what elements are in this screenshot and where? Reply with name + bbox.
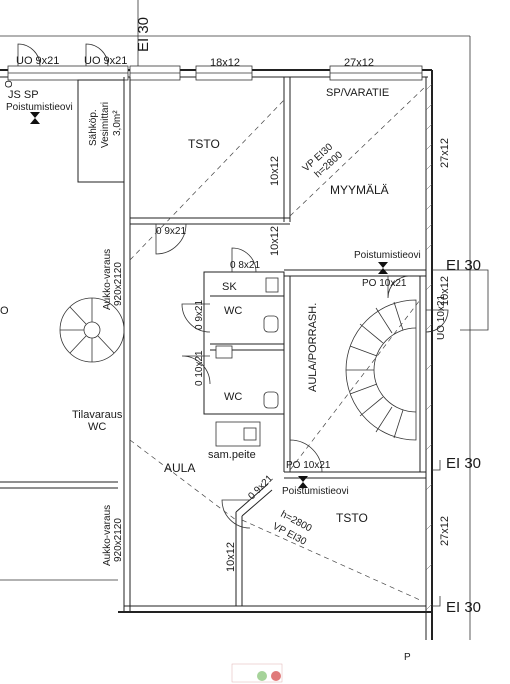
window-right-3: 27x12 xyxy=(439,516,451,546)
exit-icon xyxy=(30,112,40,124)
top-edge-label: O xyxy=(4,80,15,88)
door-sk: 0 8x21 xyxy=(230,260,260,271)
door-swings xyxy=(155,223,449,529)
dashed-lines xyxy=(129,85,427,601)
exit-myymala: Poistumistieovi xyxy=(354,250,421,261)
watermark-logo xyxy=(231,663,283,683)
window-corridor: 10x12 xyxy=(269,226,281,256)
door-labels: UO 9x21 UO 9x21 0 9x21 0 8x21 0 9x21 0 1… xyxy=(16,55,447,502)
room-wc1: WC xyxy=(224,305,242,317)
room-aula: AULA xyxy=(164,461,195,475)
reservation-labels: Aukko-varaus 920x2120 Aukko-varaus 920x2… xyxy=(102,249,124,566)
room-labels: TSTO SP/VARATIE MYYMÄLÄ SK WC WC AULA AU… xyxy=(8,87,389,525)
room-sk: SK xyxy=(222,281,237,293)
right-wall-hatching xyxy=(425,83,433,611)
exit-labels: Poistumistieovi Poistumistieovi Poistumi… xyxy=(6,102,421,497)
window-right-1: 27x12 xyxy=(439,138,451,168)
door-aula-porras: PO 10x21 xyxy=(286,460,331,471)
window-lower-left: 10x12 xyxy=(225,542,237,572)
door-myymala-side: PO 10x21 xyxy=(362,278,407,289)
room-tsto-upper: TSTO xyxy=(188,137,220,151)
exit-lower: Poistumistieovi xyxy=(282,486,349,497)
fire-class-right-upper: EI 30 xyxy=(446,257,481,274)
door-right-side: UO 10x21 xyxy=(436,295,447,340)
room-tsto-lower: TSTO xyxy=(336,511,368,525)
room-js-sp: JS SP xyxy=(8,89,39,101)
door-tsto-top: 0 9x21 xyxy=(156,226,186,237)
door-top-left-1: UO 9x21 xyxy=(16,55,59,67)
room-sam-peite: sam.peite xyxy=(208,449,256,461)
room-tilavaraus-2: WC xyxy=(88,421,106,433)
left-edge-label: O xyxy=(0,305,9,317)
fire-class-brackets xyxy=(432,269,489,607)
window-labels: 18x12 27x12 27x12 10x12 27x12 10x12 10x1… xyxy=(210,57,451,572)
exit-markers xyxy=(30,112,388,488)
door-wc-upper: 0 9x21 xyxy=(194,300,205,330)
edge-labels: O P O xyxy=(0,80,411,663)
room-aula-porras: AULA/PORRASH. xyxy=(307,303,319,392)
fire-class-labels: EI 30 EI 30 EI 30 EI 30 xyxy=(135,17,481,616)
door-wc-lower: 0 10x21 xyxy=(194,350,205,386)
window-tsto-upper: 10x12 xyxy=(269,156,281,186)
room-sahkokeskus-1: Sähköp. xyxy=(88,109,99,146)
reservation-lower-1: Aukko-varaus xyxy=(102,505,113,566)
room-sp-varatie: SP/VARATIE xyxy=(326,87,389,99)
reservation-upper-1: Aukko-varaus xyxy=(102,249,113,310)
room-tilavaraus-1: Tilavaraus xyxy=(72,409,123,421)
fire-class-right-lower: EI 30 xyxy=(446,599,481,616)
room-sahkokeskus-3: 3,0m² xyxy=(112,110,123,136)
interior-walls xyxy=(77,77,426,612)
room-myymala: MYYMÄLÄ xyxy=(330,183,389,197)
window-right-2: 10x12 xyxy=(439,276,451,306)
reservation-lower-2: 920x2120 xyxy=(113,518,124,562)
window-top-1: 18x12 xyxy=(210,57,240,69)
spiral-staircase xyxy=(59,297,417,441)
door-lower: 0 9x21 xyxy=(246,473,275,502)
fixtures xyxy=(215,277,279,441)
exit-icon xyxy=(298,476,308,488)
fire-class-top: EI 30 xyxy=(135,17,152,52)
right-edge-label: P xyxy=(404,652,411,663)
room-sahkokeskus-2: Vesimittari xyxy=(100,102,111,148)
reservation-upper-2: 920x2120 xyxy=(113,262,124,306)
window-top-2: 27x12 xyxy=(344,57,374,69)
exit-top-left: Poistumistieovi xyxy=(6,102,73,113)
fire-class-right-middle: EI 30 xyxy=(446,455,481,472)
door-top-left-2: UO 9x21 xyxy=(84,55,127,67)
room-wc2: WC xyxy=(224,391,242,403)
top-openings xyxy=(7,43,423,81)
exit-icon xyxy=(378,262,388,274)
